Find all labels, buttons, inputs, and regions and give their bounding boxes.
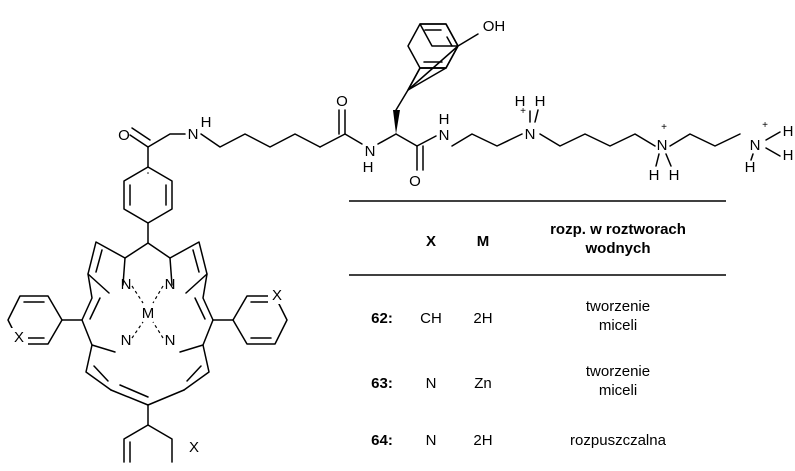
row-x: N — [426, 375, 437, 392]
amide-hydrogen-left: H — [201, 114, 212, 131]
amide-oxygen-mid: O — [336, 93, 348, 110]
x-label: X — [272, 287, 282, 304]
amide-nitrogen-tyr: N — [439, 127, 450, 144]
metal-label: M — [142, 305, 155, 322]
pyrrole-bottom-left — [81, 319, 116, 391]
amide-oxygen-tyr: O — [409, 173, 421, 190]
table-header-solubility-2: wodnych — [584, 240, 650, 257]
ammonium-n3-h: H — [783, 147, 794, 164]
ammonium-n2-h: H — [649, 167, 660, 184]
phenol-ring — [407, 23, 459, 69]
table-header-solubility: rozp. w roztworach — [550, 221, 686, 238]
pyrrole-n-label: N — [165, 276, 176, 293]
ammonium-plus: + — [762, 120, 768, 131]
pyrrole-n-label: N — [121, 332, 132, 349]
row-m: Zn — [474, 375, 492, 392]
row-solubility: tworzenie — [586, 298, 650, 315]
amide-nitrogen-left: N — [188, 126, 199, 143]
amide-hydrogen-tyr: H — [439, 111, 450, 128]
x-label: X — [189, 439, 199, 456]
pyrrole-bottom-right — [179, 319, 214, 391]
row-solubility: tworzenie — [586, 363, 650, 380]
pyrrole-n-label: N — [121, 276, 132, 293]
row-solubility: rozpuszczalna — [570, 432, 667, 449]
aryl-ring-bottom: X — [123, 404, 203, 463]
ammonium-plus: + — [520, 106, 526, 117]
amide-linker: O N H O N H — [118, 93, 397, 176]
row-solubility-2: miceli — [599, 317, 637, 334]
ammonium-n1-h: H — [515, 93, 526, 110]
row-x: N — [426, 432, 437, 449]
phenol-oh: OH — [483, 18, 506, 35]
benzamide-ring — [123, 146, 173, 244]
amide-hydrogen-mid: H — [363, 159, 374, 176]
ammonium-n2: N — [657, 137, 668, 154]
aryl-ring-left: X — [7, 295, 83, 346]
amide-oxygen-left: O — [118, 127, 130, 144]
row-solubility-2: miceli — [599, 382, 637, 399]
ammonium-n3-h: H — [783, 123, 794, 140]
table-row: 64: N 2H rozpuszczalna — [371, 432, 666, 449]
amide-nitrogen-mid: N — [365, 143, 376, 160]
ammonium-n3: N — [750, 137, 761, 154]
ammonium-n3-h: H — [745, 159, 756, 176]
porphyrin-core: M N N N N — [81, 241, 214, 406]
ammonium-n1: N — [525, 126, 536, 143]
row-id: 63: — [371, 375, 393, 392]
pyrrole-top-right — [169, 241, 208, 294]
table-header-x: X — [426, 233, 436, 250]
row-x: CH — [420, 310, 442, 327]
polyamine-chain: N + H H N + H H N + H H H — [451, 93, 794, 184]
table-header-m: M — [477, 233, 490, 250]
row-m: 2H — [473, 432, 492, 449]
pyrrole-n-label: N — [165, 332, 176, 349]
tyrosine-residue: O N H OH — [393, 18, 505, 190]
row-m: 2H — [473, 310, 492, 327]
ammonium-n2-h: H — [669, 167, 680, 184]
table-row: 62: CH 2H tworzenie miceli — [371, 298, 650, 334]
aryl-ring-right: X — [212, 286, 288, 345]
row-id: 62: — [371, 310, 393, 327]
x-label: X — [14, 329, 24, 346]
ammonium-n1-h: H — [535, 93, 546, 110]
pyrrole-top-left — [87, 241, 126, 294]
substituent-table: X M rozp. w roztworach wodnych 62: CH 2H… — [349, 200, 726, 449]
ammonium-plus: + — [661, 122, 667, 133]
row-id: 64: — [371, 432, 393, 449]
table-row: 63: N Zn tworzenie miceli — [371, 363, 650, 399]
